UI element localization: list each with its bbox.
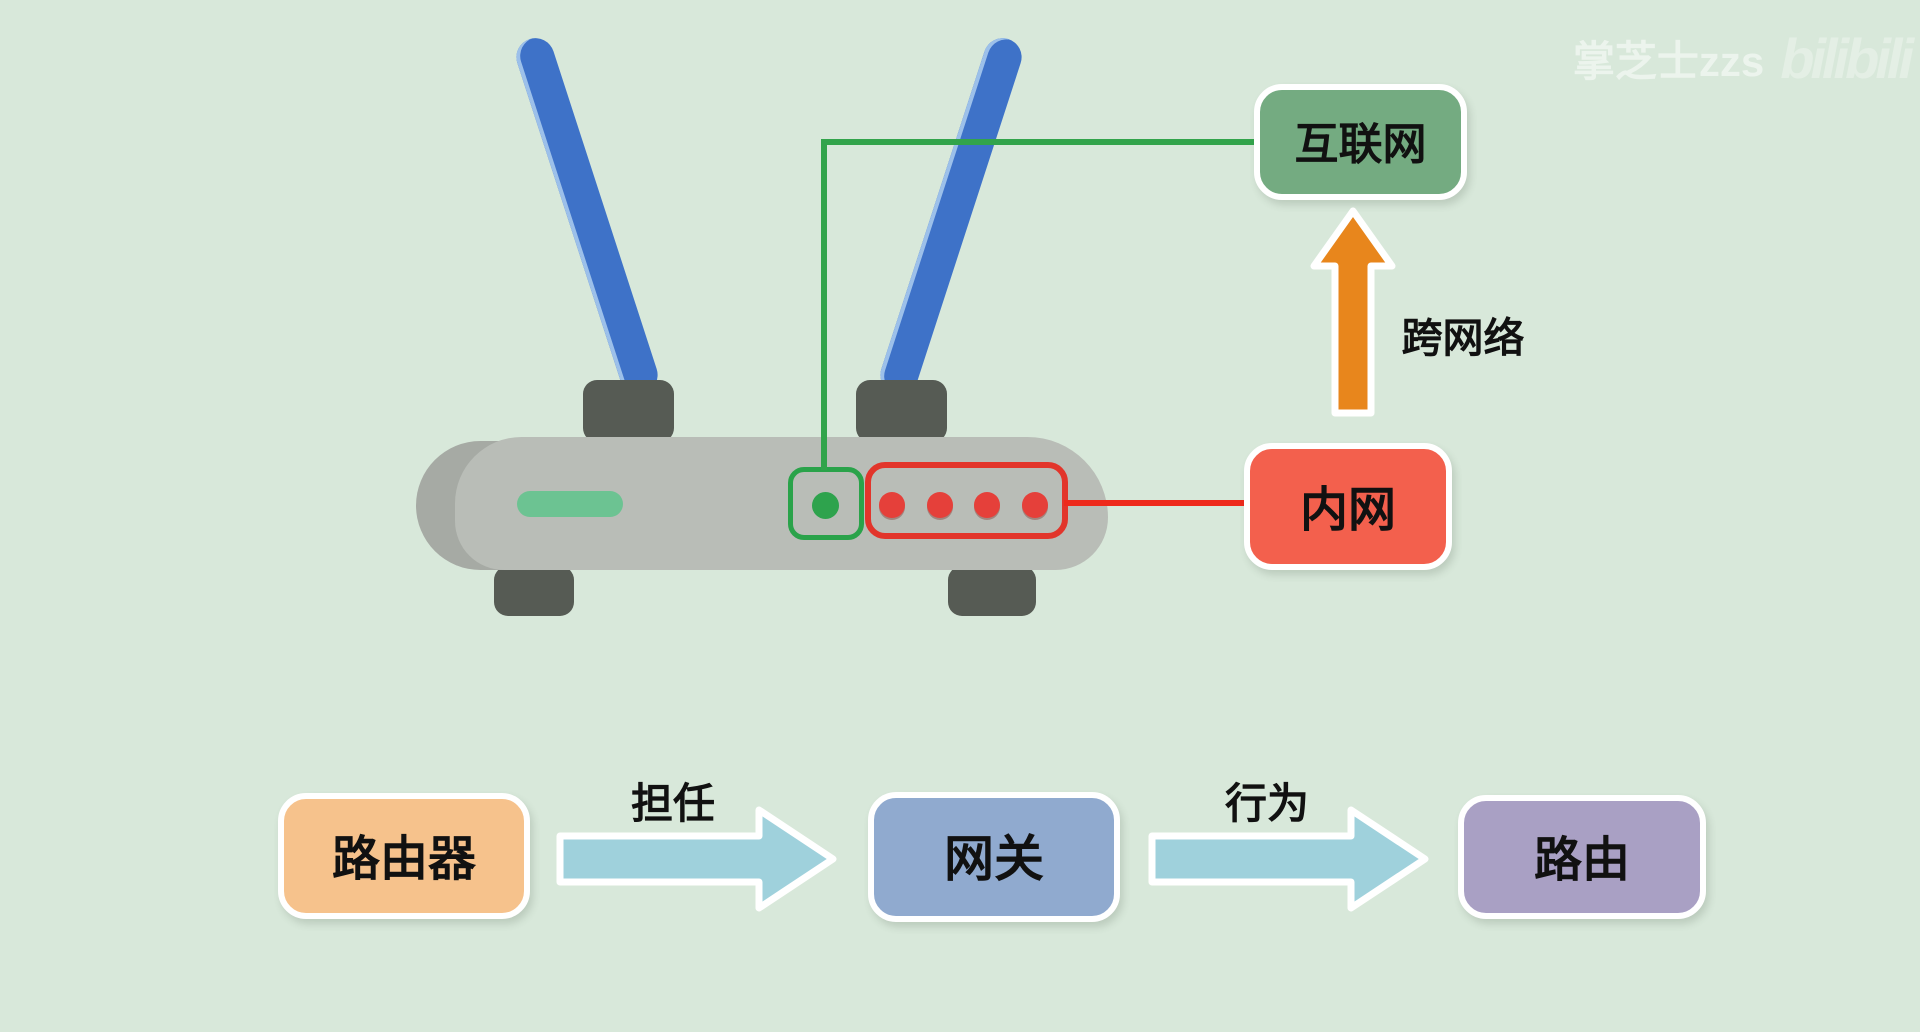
antenna-mount-right — [856, 380, 947, 442]
flow-node-router-label: 路由器 — [331, 833, 476, 886]
router-foot-right — [948, 566, 1036, 616]
flow-node-gateway: 网关 — [868, 792, 1120, 922]
antenna-left-icon — [511, 33, 663, 399]
lan-port-dot — [879, 492, 905, 518]
watermark-author: 掌芝士zzs — [1572, 38, 1765, 85]
flow-node-gateway-label: 网关 — [944, 831, 1044, 887]
intranet-label: 内网 — [1299, 483, 1396, 537]
flow-arrow-icon — [1148, 806, 1429, 912]
internet-node: 互联网 — [1254, 84, 1467, 200]
router-foot-left — [494, 566, 574, 616]
flow-edge-label-serve-as: 担任 — [630, 780, 715, 827]
flow-node-router: 路由器 — [278, 793, 530, 919]
flow-arrow-icon — [556, 806, 837, 912]
lan-port-dot — [1022, 492, 1048, 518]
antenna-right-icon — [875, 33, 1027, 399]
status-light — [517, 491, 623, 517]
flow-node-route: 路由 — [1458, 795, 1706, 919]
flow-edge-label-behavior: 行为 — [1224, 780, 1309, 827]
intranet-node: 内网 — [1244, 443, 1452, 570]
antenna-mount-left — [583, 380, 674, 442]
cross-network-label: 跨网络 — [1401, 315, 1525, 361]
lan-port-dot — [974, 492, 1000, 518]
wan-connector-line-horizontal — [821, 139, 1256, 145]
internet-label: 互联网 — [1294, 120, 1427, 169]
bilibili-logo: bilibili — [1780, 27, 1914, 90]
lan-port-dot — [927, 492, 953, 518]
flow-node-route-label: 路由 — [1533, 834, 1630, 887]
watermark: 掌芝士zzs bilibili — [1540, 26, 1914, 91]
wan-port-dot — [812, 492, 839, 519]
cross-network-arrow-icon — [1310, 207, 1396, 417]
wan-connector-line-vertical — [821, 139, 827, 470]
lan-connector-line — [1064, 500, 1246, 506]
